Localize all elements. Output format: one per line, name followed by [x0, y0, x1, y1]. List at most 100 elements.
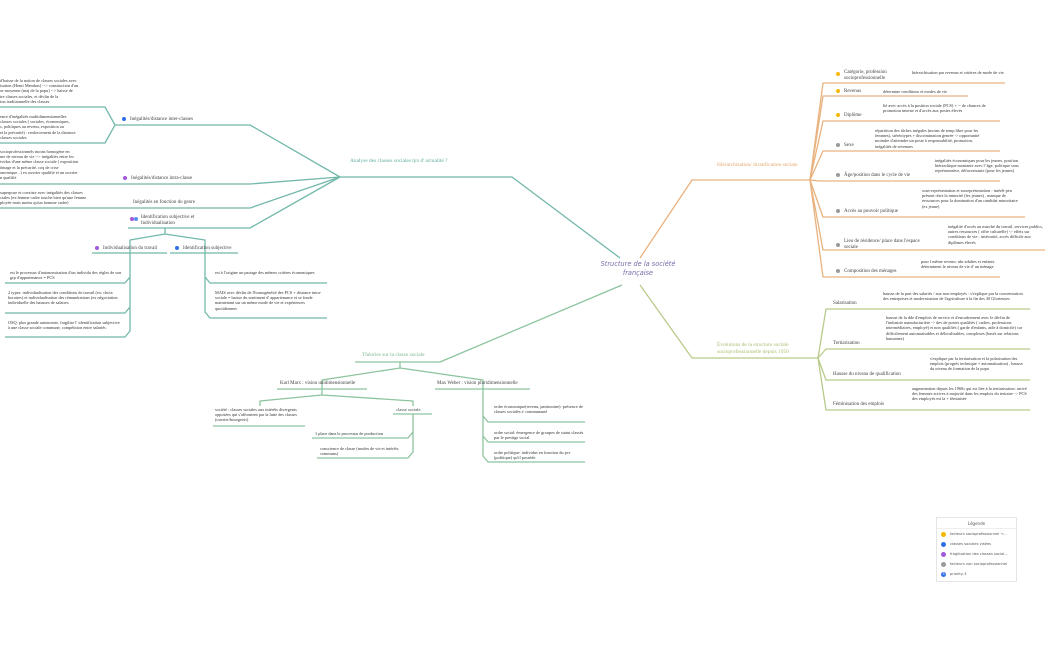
node-max-weber[interactable]: Max Weber : vision pluridimensionnelle	[437, 381, 518, 386]
priority-3-icon: 3	[941, 571, 946, 577]
node-detail[interactable]: inégalité d'accès au marché du travail, …	[948, 224, 1043, 245]
orange-dot-icon	[836, 113, 840, 117]
node-detail[interactable]: lié avec accès à la position sociale (PC…	[883, 103, 986, 114]
blue-dot-icon	[175, 246, 179, 250]
marx-classe-item[interactable]: 1 place dans le processus de production	[315, 431, 384, 436]
marx-classe-item[interactable]: conscience de classe (modes de vie et in…	[320, 446, 399, 457]
node-label: Inégalités/distance inter-classes	[130, 117, 194, 123]
node-detail[interactable]: pour l même revenu: nbr adultes et enfan…	[921, 259, 995, 270]
node-genre[interactable]: Inégalités en fonction du genre	[133, 200, 195, 205]
hierarchisation-branch-title[interactable]: Hiérarchisation/ Stratification sociale	[717, 162, 798, 168]
node-intra-classe[interactable]: Inégalités/distance intra-classe	[123, 176, 192, 182]
node-detail[interactable]: hausse de la part des salariés / aux non…	[883, 291, 1023, 302]
legend-label: facteurs socioprofessionnel →...	[950, 532, 1007, 536]
node-label: Composition des ménages	[844, 269, 897, 275]
node-label: Revenus	[844, 89, 862, 95]
weber-item[interactable]: ordre économique(revenu, patrimoine): pr…	[494, 404, 583, 415]
legend-item[interactable]: fragilisation des classes social...	[937, 549, 1016, 559]
analyse-note-baisse-classes[interactable]: d'baisse de la notion de classes sociale…	[0, 78, 79, 104]
evolutions-branch-lines	[639, 284, 1030, 411]
node-label: Inégalités/distance intra-classe	[131, 176, 193, 182]
legend-item[interactable]: 3 priority-3	[937, 569, 1016, 579]
node-detail[interactable]: détermine conditions et modes de vie	[883, 89, 948, 94]
gray-dot-icon	[836, 173, 840, 177]
node-label: Diplôme	[844, 113, 862, 119]
node-hausse-qualification[interactable]: Hausse du niveau de qualification	[833, 372, 901, 377]
weber-item[interactable]: ordre social: émergence de groupes de st…	[494, 430, 584, 441]
node-diplome[interactable]: Diplôme	[836, 113, 862, 119]
orange-dot-icon	[941, 531, 946, 537]
gray-dot-icon	[941, 561, 946, 567]
evolutions-branch-title[interactable]: Évolutions de la structure sociale socio…	[717, 342, 789, 355]
purple-blue-dots-icon	[130, 217, 138, 227]
node-label: Individualisation du travail	[103, 246, 158, 252]
individualisation-item[interactable]: 2 types: individualisation des condition…	[8, 290, 118, 306]
individualisation-item[interactable]: est le processus d'autonomisation d'un i…	[10, 270, 122, 281]
legend-label: classes sociales visées	[950, 542, 991, 546]
node-label: Catégorie, profession socioprofessionnel…	[844, 70, 887, 81]
node-karl-marx[interactable]: Karl Marx : vision unidimensionnelle	[280, 381, 356, 386]
node-individualisation-travail[interactable]: Individualisation du travail	[95, 246, 157, 252]
orange-dot-icon	[836, 89, 840, 93]
node-acces-pouvoir-politique[interactable]: Accès au pouvoir politique	[836, 209, 898, 215]
purple-dot-icon	[123, 176, 127, 180]
node-revenus[interactable]: Revenus	[836, 89, 861, 95]
analyse-note-intra-classe[interactable]: socioprofessionnels moins homogène en me…	[0, 149, 79, 181]
purple-dot-icon	[95, 246, 99, 250]
node-detail[interactable]: inégalités économiques pour les jeunes, …	[935, 158, 1019, 174]
identification-subjective-item[interactable]: MAIS avec déclin de l'homogénéité des PC…	[215, 290, 322, 311]
analyse-note-inegalites-multidimensionnelles[interactable]: ence d'inégalités multidimensionnelles c…	[0, 114, 76, 140]
analyse-note-genre[interactable]: superpose et coexiste avec inégalités de…	[0, 190, 87, 206]
node-label: Sexe	[844, 143, 854, 149]
node-salarisation[interactable]: Salarisation	[833, 301, 857, 306]
identification-subjective-item[interactable]: est à l'origine un partage des mêmes cri…	[215, 270, 315, 275]
node-detail[interactable]: sous-représentation et surreprésentation…	[922, 188, 1018, 209]
node-label: Âge/position dans le cycle de vie	[844, 173, 911, 179]
legend-label: fragilisation des classes social...	[950, 552, 1008, 556]
node-tertiarisation[interactable]: Tertiarisation	[833, 341, 860, 346]
node-feminisation[interactable]: Féminisation des emplois	[833, 402, 885, 407]
legend-item[interactable]: classes sociales visées	[937, 539, 1016, 549]
node-inter-classes[interactable]: Inégalités/distance inter-classes	[122, 117, 193, 123]
node-lieu-residence[interactable]: Lieu de résidence/ place dans l'espace s…	[836, 239, 931, 251]
node-age[interactable]: Âge/position dans le cycle de vie	[836, 173, 910, 179]
legend-item[interactable]: facteurs non socioprofessionnel	[937, 559, 1016, 569]
node-detail[interactable]: hausse de la dde d'emplois de service et…	[886, 315, 1023, 341]
analyse-branch-lines	[0, 106, 621, 338]
node-label: Identification subjective	[183, 246, 232, 252]
gray-dot-icon	[836, 209, 840, 213]
node-label: Accès au pouvoir politique	[844, 209, 899, 215]
legend-item[interactable]: facteurs socioprofessionnel →...	[937, 529, 1016, 539]
gray-dot-icon	[836, 269, 840, 273]
individualisation-item[interactable]: OSQ: plus grande autonomie, fragilise l'…	[8, 320, 120, 331]
node-detail[interactable]: augmentation depuis les 1960s qui est li…	[912, 386, 1027, 402]
purple-dot-icon	[941, 551, 946, 557]
node-detail[interactable]: répartition des tâches inégales (moins d…	[875, 128, 980, 149]
legend-title: Légende	[937, 518, 1016, 529]
legend-label: priority-3	[950, 572, 967, 576]
blue-dot-icon	[122, 117, 126, 121]
weber-item[interactable]: ordre politique: individus en fonction d…	[494, 450, 571, 461]
central-topic[interactable]: Structure de la société française	[600, 260, 676, 277]
marx-classe-sociale[interactable]: classe sociale:	[396, 407, 422, 412]
node-composition-menages[interactable]: Composition des ménages	[836, 269, 897, 275]
theories-branch-lines	[213, 284, 623, 463]
node-sexe[interactable]: Sexe	[836, 143, 854, 149]
node-label: Identification subjective et Individuali…	[141, 215, 195, 226]
legend-panel: Légende facteurs socioprofessionnel →...…	[936, 517, 1017, 582]
blue-dot-icon	[941, 541, 946, 547]
node-categorie-socioprofessionnelle[interactable]: Catégorie, profession socioprofessionnel…	[836, 70, 906, 82]
node-label: Lieu de résidence/ place dans l'espace s…	[844, 239, 920, 250]
legend-label: facteurs non socioprofessionnel	[950, 562, 1008, 566]
marx-societe[interactable]: société : classes sociales aux intérêts …	[215, 407, 297, 423]
gray-dot-icon	[836, 143, 840, 147]
theories-branch-title[interactable]: Théories sur la classe sociale	[362, 352, 425, 358]
hierarchisation-branch-lines	[639, 82, 1045, 278]
analyse-branch-title[interactable]: Analyse des classes sociales tjrs d' act…	[350, 158, 448, 164]
node-detail[interactable]: hiérarchisation par revenus et critères …	[912, 70, 1004, 75]
node-detail[interactable]: s'explique par la tertiarisation et la p…	[930, 356, 1023, 372]
node-identification-subjective[interactable]: Identification subjective	[175, 246, 231, 252]
gray-dot-icon	[836, 243, 840, 247]
node-identification-individualisation[interactable]: Identification subjective et Individuali…	[130, 215, 210, 227]
